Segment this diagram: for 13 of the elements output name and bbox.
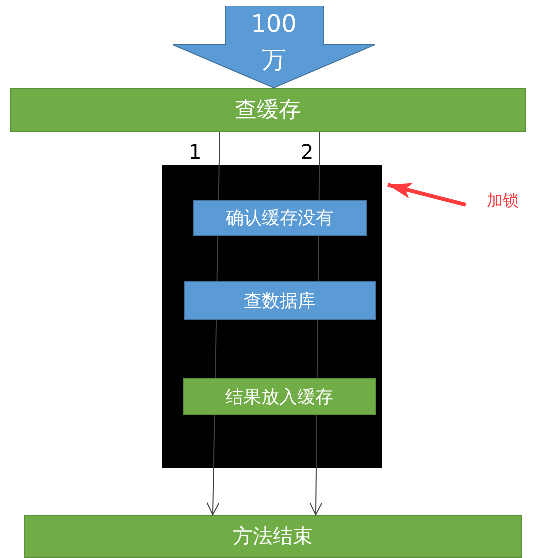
process-box: 确认缓存没有 [193, 200, 367, 236]
arrow-label: 100 万 [250, 9, 298, 76]
edge-label: 2 [300, 142, 315, 162]
annotation-text: 加锁 [487, 190, 519, 212]
pointer-arrow [388, 183, 466, 207]
process-box: 查数据库 [184, 281, 376, 320]
lock-region-box [162, 165, 382, 468]
arrow [206, 414, 220, 516]
process-bar: 方法结束 [24, 515, 522, 558]
process-box: 结果放入缓存 [183, 378, 376, 415]
arrow [310, 414, 323, 516]
process-bar: 查缓存 [10, 88, 526, 132]
edge-label: 1 [188, 142, 203, 162]
